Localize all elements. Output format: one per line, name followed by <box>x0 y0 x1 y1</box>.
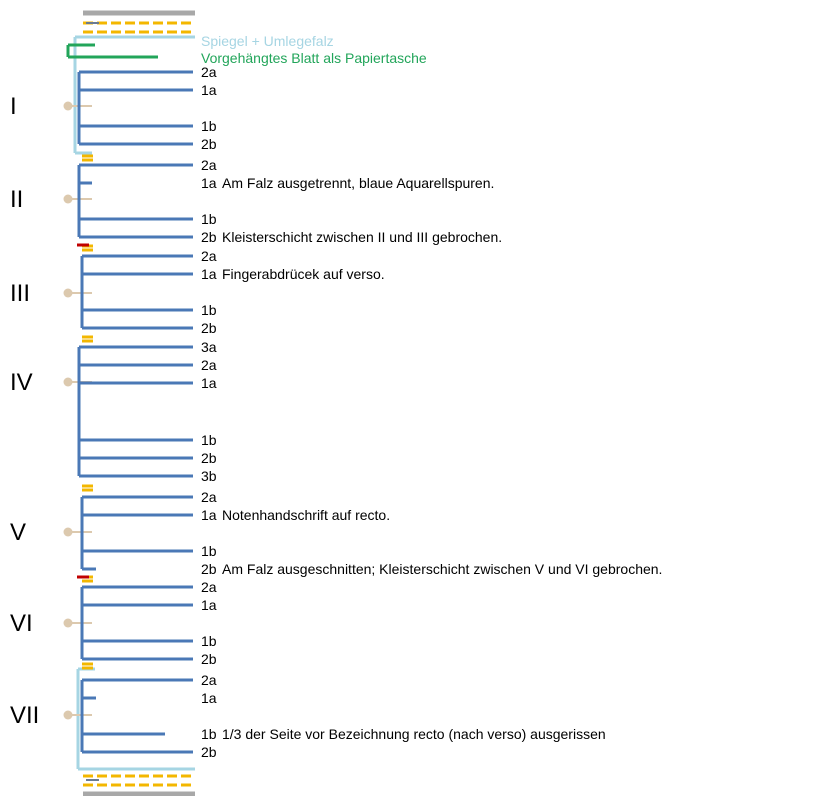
leaf-label-IV-1a: 1a <box>201 375 217 391</box>
leaf-label-II-1a: 1a <box>201 175 217 191</box>
leaf-note-VII-1b: 1/3 der Seite vor Bezeichnung recto (nac… <box>222 726 606 742</box>
leaf-label-IV-3a: 3a <box>201 339 217 355</box>
leaf-label-I-2a: 2a <box>201 64 217 80</box>
gathering-numeral-VII: VII <box>10 702 39 729</box>
leaf-note-II-1a: Am Falz ausgetrennt, blaue Aquarellspure… <box>222 175 494 191</box>
leaf-label-V-2a: 2a <box>201 489 217 505</box>
leaf-label-III-2a: 2a <box>201 248 217 264</box>
leaf-label-VII-1a: 1a <box>201 690 217 706</box>
leaf-label-IV-2b: 2b <box>201 450 217 466</box>
structure-layer <box>63 10 195 796</box>
leaf-label-IV-2a: 2a <box>201 357 217 373</box>
leaf-label-IV-3b: 3b <box>201 468 217 484</box>
leaf-label-VI-1a: 1a <box>201 597 217 613</box>
gathering-numeral-I: I <box>10 93 17 120</box>
gathering-numeral-VI: VI <box>10 610 33 637</box>
leaf-label-V-1b: 1b <box>201 543 217 559</box>
leaf-note-V-2b: Am Falz ausgeschnitten; Kleisterschicht … <box>222 561 662 577</box>
leaf-label-II-2a: 2a <box>201 157 217 173</box>
leaf-label-IV-1b: 1b <box>201 432 217 448</box>
leaf-label-I-1a: 1a <box>201 82 217 98</box>
leaf-label-III-1b: 1b <box>201 302 217 318</box>
leaf-label-I-1b: 1b <box>201 118 217 134</box>
leaf-label-VII-1b: 1b <box>201 726 217 742</box>
leaf-label-VII-2a: 2a <box>201 672 217 688</box>
leaf-label-II-2b: 2b <box>201 229 217 245</box>
leaf-label-II-1b: 1b <box>201 211 217 227</box>
leaf-note-III-1a: Fingerabdrücek auf verso. <box>222 266 385 282</box>
leaf-label-VI-2b: 2b <box>201 651 217 667</box>
leaf-note-II-2b: Kleisterschicht zwischen II und III gebr… <box>222 229 502 245</box>
leaf-label-V-2b: 2b <box>201 561 217 577</box>
legend-spiegel-label: Spiegel + Umlegefalz <box>201 33 334 49</box>
gathering-numeral-IV: IV <box>10 369 33 396</box>
legend-vorgehaengt-label: Vorgehängtes Blatt als Papiertasche <box>201 50 427 66</box>
leaf-label-VI-1b: 1b <box>201 633 217 649</box>
gathering-numeral-II: II <box>10 186 23 213</box>
leaf-label-I-2b: 2b <box>201 136 217 152</box>
leaf-label-III-2b: 2b <box>201 320 217 336</box>
text-layer: Spiegel + Umlegefalz Vorgehängtes Blatt … <box>10 33 662 760</box>
leaf-label-III-1a: 1a <box>201 266 217 282</box>
leaf-note-V-1a: Notenhandschrift auf recto. <box>222 507 390 523</box>
leaf-label-VII-2b: 2b <box>201 744 217 760</box>
leaves-layer <box>77 70 193 754</box>
leaf-label-VI-2a: 2a <box>201 579 217 595</box>
gathering-numeral-III: III <box>10 280 30 307</box>
leaf-label-V-1a: 1a <box>201 507 217 523</box>
gathering-numeral-V: V <box>10 519 26 546</box>
